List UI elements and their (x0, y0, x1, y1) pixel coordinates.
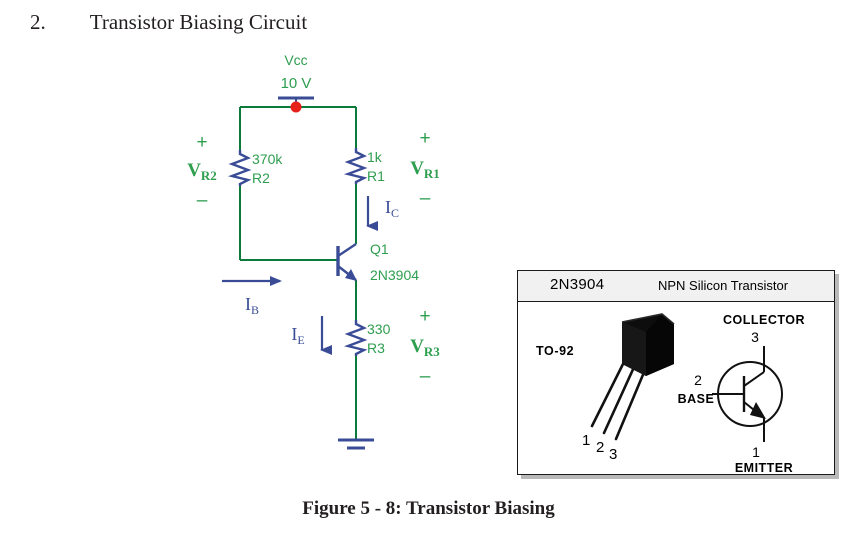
ground-symbol (338, 438, 374, 450)
current-label-ie: IE (291, 324, 304, 347)
current-label-ib: IB (245, 294, 259, 317)
datasheet-body: TO-92 1 2 3 COLLECTOR (518, 302, 834, 475)
vcc-label: Vcc (284, 52, 307, 68)
vr3-plus-sign: + (419, 306, 430, 327)
package-pin-3: 3 (609, 446, 617, 463)
resistor-r2-symbol (227, 150, 252, 186)
resistor-r3-value: 330 (367, 321, 391, 337)
section-heading: 2. Transistor Biasing Circuit (30, 10, 307, 35)
datasheet-header: 2N3904 NPN Silicon Transistor (518, 271, 834, 302)
symbol-base-pin: 2 (694, 372, 702, 388)
datasheet-shadow-bottom (521, 475, 839, 479)
resistor-r3-symbol (343, 320, 368, 356)
vr3-symbol: VR3 (410, 336, 440, 359)
vr2-symbol: VR2 (187, 160, 217, 183)
datasheet-part-number: 2N3904 (550, 276, 605, 293)
symbol-collector-pin: 3 (751, 329, 759, 345)
package-pin-1: 1 (582, 432, 590, 449)
voltage-label-vr1: + VR1 – (410, 128, 440, 209)
datasheet-description: NPN Silicon Transistor (658, 278, 789, 293)
circuit-schematic: Vcc 10 V 370k R2 1k R1 330 R3 Q1 2N3904 … (170, 48, 500, 478)
resistor-r3-ref: R3 (367, 340, 385, 356)
figure-caption: Figure 5 - 8: Transistor Biasing (302, 498, 555, 519)
vcc-supply-symbol (278, 96, 314, 113)
vr3-minus-sign: – (420, 366, 431, 387)
transistor-q1-symbol (336, 243, 357, 281)
symbol-base-label: BASE (678, 392, 715, 406)
package-pin-2: 2 (596, 439, 604, 456)
heading-number: 2. (30, 10, 46, 34)
vr2-plus-sign: + (196, 132, 207, 153)
datasheet-shadow-right (835, 274, 839, 479)
symbol-collector-label: COLLECTOR (723, 313, 805, 327)
to92-package-drawing (590, 313, 675, 441)
voltage-label-vr3: + VR3 – (410, 306, 440, 387)
resistor-r2-ref: R2 (252, 170, 270, 186)
resistor-r2-value: 370k (252, 151, 283, 167)
resistor-r1-ref: R1 (367, 168, 385, 184)
transistor-q1-ref: Q1 (370, 241, 389, 257)
vr1-symbol: VR1 (410, 158, 440, 181)
page-title: Transistor Biasing Circuit (89, 10, 308, 34)
current-label-ic: IC (385, 197, 399, 220)
vr1-minus-sign: – (420, 188, 431, 209)
symbol-emitter-pin: 1 (752, 444, 760, 460)
node-dot-icon (290, 101, 302, 113)
voltage-label-vr2: + VR2 – (187, 132, 217, 211)
datasheet-figure: 2N3904 NPN Silicon Transistor TO-92 (517, 270, 835, 475)
transistor-q1-partnumber: 2N3904 (370, 267, 419, 283)
vcc-value: 10 V (281, 75, 312, 92)
resistor-r1-value: 1k (367, 149, 383, 165)
resistor-r1-symbol (343, 148, 368, 184)
npn-symbol-drawing (712, 346, 783, 442)
package-label: TO-92 (536, 344, 574, 358)
symbol-emitter-label: EMITTER (735, 461, 793, 474)
vr2-minus-sign: – (197, 190, 208, 211)
vr1-plus-sign: + (419, 128, 430, 149)
